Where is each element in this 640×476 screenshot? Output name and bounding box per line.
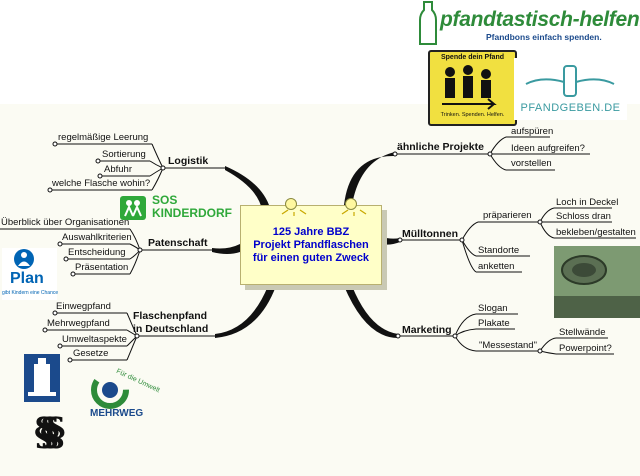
leaf-messestand-1[interactable]: Stellwände xyxy=(559,327,606,338)
sos-kinderdorf-logo: SOS KINDERDORF xyxy=(120,194,250,222)
spende-footer: Trinken. Spenden. Helfen. xyxy=(440,112,505,118)
pfandgeben-text: PFANDGEBEN.DE xyxy=(520,102,621,114)
leaf-muelltonnen-1[interactable]: Standorte xyxy=(478,245,520,256)
leaf-flaschenpfand-1[interactable]: Einwegpfand xyxy=(56,301,111,312)
spende-title: Spende dein Pfand xyxy=(440,54,504,61)
leaf-praeparieren-1[interactable]: Loch in Deckel xyxy=(556,197,619,208)
subbranch-messestand[interactable]: "Messestand" xyxy=(479,340,537,351)
leaf-logistik-1[interactable]: regelmäßige Leerung xyxy=(58,132,149,143)
leaf-marketing-2[interactable]: Plakate xyxy=(478,318,510,329)
sos-line2: KINDERDORF xyxy=(152,206,232,220)
leaf-projekte-1[interactable]: aufspüren xyxy=(511,126,554,137)
sos-line1: SOS xyxy=(152,193,178,207)
central-topic-title: 125 Jahre BBZ Projekt Pfandflaschen für … xyxy=(252,225,370,264)
branch-muelltonnen[interactable]: Mülltonnen xyxy=(402,228,458,240)
central-topic[interactable]: 125 Jahre BBZ Projekt Pfandflaschen für … xyxy=(240,205,382,285)
leaf-messestand-2[interactable]: Powerpoint? xyxy=(559,343,612,354)
leaf-flaschenpfand-2[interactable]: Mehrwegpfand xyxy=(47,318,110,329)
people-bottles-icon xyxy=(442,65,497,110)
branch-logistik[interactable]: Logistik xyxy=(168,155,209,167)
leaf-patenschaft-1[interactable]: Überblick über Organisationen xyxy=(1,217,130,228)
trash-bin-lid-photo xyxy=(554,246,640,318)
pfandtastisch-name: pfandtastisch-helfen.de xyxy=(440,8,640,31)
leaf-logistik-4[interactable]: welche Flasche wohin? xyxy=(52,178,151,189)
plan-name: Plan xyxy=(10,270,44,287)
leaf-projekte-2[interactable]: Ideen aufgreifen? xyxy=(511,143,585,154)
leaf-marketing-1[interactable]: Slogan xyxy=(478,303,508,314)
plan-tagline: gibt Kindern eine Chance xyxy=(2,290,59,296)
sos-icon xyxy=(120,196,146,220)
spende-dein-pfand-sign: Spende dein Pfand Trinken. Spenden. Helf… xyxy=(428,50,517,126)
leaf-patenschaft-4[interactable]: Präsentation xyxy=(75,262,129,273)
leaf-muelltonnen-2[interactable]: anketten xyxy=(478,261,515,272)
leaf-projekte-3[interactable]: vorstellen xyxy=(511,158,552,169)
leaf-praeparieren-2[interactable]: Schloss dran xyxy=(556,211,611,222)
leaf-praeparieren-3[interactable]: bekleben/gestalten xyxy=(556,227,636,238)
handshake-bottle-icon xyxy=(525,65,615,97)
branch-projekte[interactable]: ähnliche Projekte xyxy=(397,141,484,153)
lightbulb-icon xyxy=(285,198,297,210)
subbranch-praeparieren[interactable]: präparieren xyxy=(483,210,532,221)
pfandtastisch-logo[interactable]: pfandtastisch-helfen.de Pfandbons einfac… xyxy=(418,0,640,46)
branch-flaschenpfand[interactable]: Flaschenpfand in Deutschland xyxy=(133,310,209,335)
paragraph-icon: §§§ xyxy=(34,409,65,454)
institution-logo xyxy=(24,354,60,402)
pfandtastisch-tagline: Pfandbons einfach spenden. xyxy=(486,32,602,42)
mindmap-background xyxy=(0,104,640,476)
mehrweg-circle-icon xyxy=(91,371,129,409)
plan-logo: Plan gibt Kindern eine Chance xyxy=(2,248,59,300)
leaf-logistik-3[interactable]: Abfuhr xyxy=(104,164,132,175)
mehrweg-bottom-text: MEHRWEG xyxy=(90,408,144,419)
leaf-logistik-2[interactable]: Sortierung xyxy=(102,149,146,160)
plan-person-icon xyxy=(14,249,34,269)
pfandgeben-logo: PFANDGEBEN.DE xyxy=(514,58,627,120)
mehrweg-logo: Für die Umwelt MEHRWEG xyxy=(88,364,161,422)
leaf-patenschaft-2[interactable]: Auswahlkriterien xyxy=(62,232,132,243)
leaf-flaschenpfand-3[interactable]: Umweltaspekte xyxy=(62,334,127,345)
branch-marketing[interactable]: Marketing xyxy=(402,324,452,336)
bottle-icon xyxy=(419,1,437,45)
leaf-flaschenpfand-4[interactable]: Gesetze xyxy=(73,348,109,359)
branch-patenschaft[interactable]: Patenschaft xyxy=(148,237,208,249)
lightbulb-icon xyxy=(345,198,357,210)
leaf-patenschaft-3[interactable]: Entscheidung xyxy=(68,247,126,258)
light-rays-icon xyxy=(281,209,367,216)
